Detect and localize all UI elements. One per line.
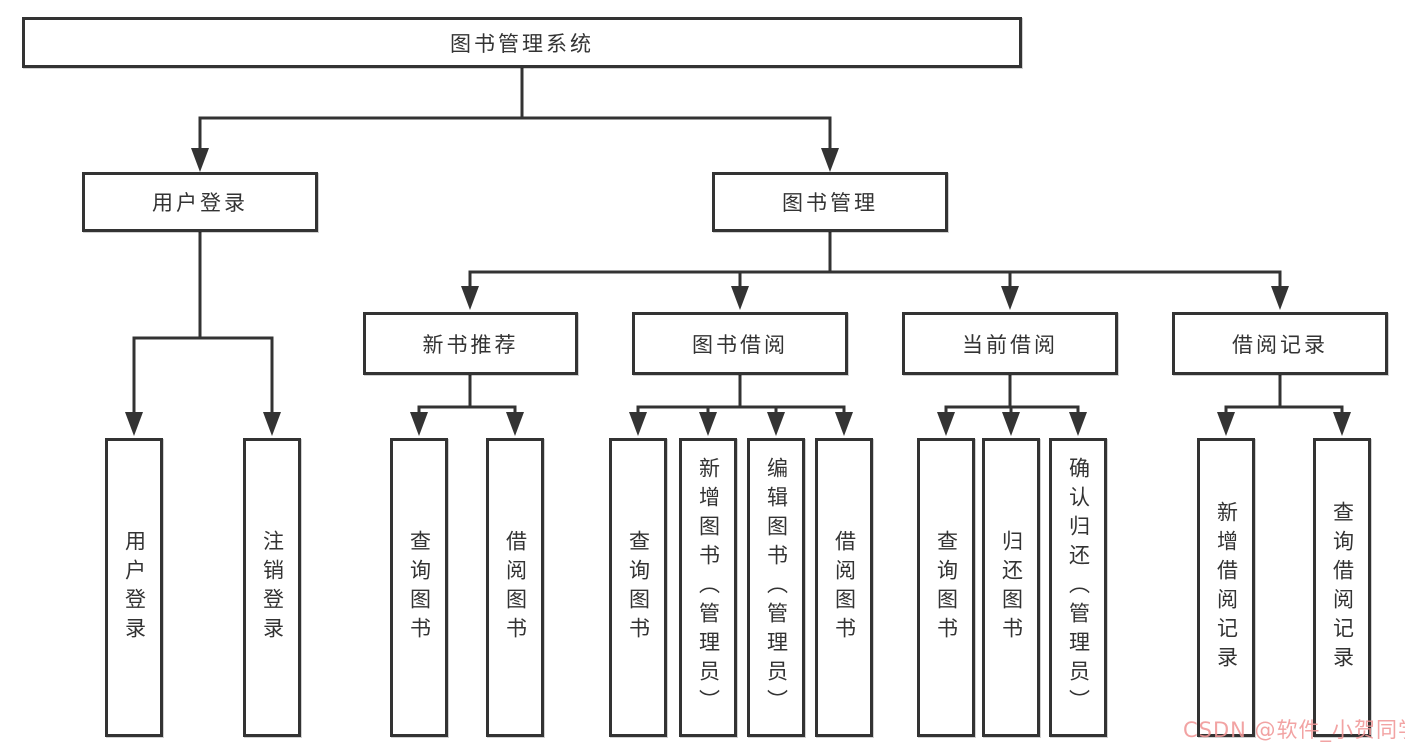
leaf-add-books-admin-label: 新增图书（管理员）: [696, 457, 721, 718]
node-book-borrowing: 图书借阅: [632, 312, 848, 375]
leaf-user-login: 用户登录: [105, 438, 163, 737]
leaf-query-books-borrow-label: 查询图书: [626, 529, 651, 646]
leaf-query-books-recommend-label: 查询图书: [407, 529, 432, 646]
node-root: 图书管理系统: [22, 17, 1022, 68]
leaf-query-books-current: 查询图书: [917, 438, 975, 737]
node-book-management-label: 图书管理: [782, 191, 878, 215]
leaf-query-books-current-label: 查询图书: [934, 529, 959, 646]
node-new-book-recommend-label: 新书推荐: [422, 332, 519, 357]
leaf-borrow-books-recommend: 借阅图书: [486, 438, 544, 737]
node-user-login: 用户登录: [82, 172, 318, 232]
node-book-borrowing-label: 图书借阅: [692, 332, 788, 357]
leaf-return-books: 归还图书: [982, 438, 1040, 737]
leaf-user-login-label: 用户登录: [122, 529, 147, 646]
leaf-edit-books-admin-label: 编辑图书（管理员）: [764, 457, 789, 718]
leaf-query-borrow-record-label: 查询借阅记录: [1330, 500, 1355, 675]
node-new-book-recommend: 新书推荐: [363, 312, 578, 375]
leaf-confirm-return-admin-label: 确认归还（管理员）: [1066, 457, 1091, 718]
leaf-edit-books-admin: 编辑图书（管理员）: [747, 438, 805, 737]
node-root-label: 图书管理系统: [450, 31, 594, 56]
leaf-borrow-books-recommend-label: 借阅图书: [503, 529, 528, 646]
node-borrowing-records: 借阅记录: [1172, 312, 1388, 375]
leaf-logout-label: 注销登录: [260, 529, 285, 646]
leaf-logout: 注销登录: [243, 438, 301, 737]
leaf-query-books-recommend: 查询图书: [390, 438, 448, 737]
node-book-management: 图书管理: [712, 172, 948, 232]
node-current-borrowing: 当前借阅: [902, 312, 1118, 375]
node-user-login-label: 用户登录: [152, 191, 248, 215]
csdn-watermark: CSDN @软件_小贺同学: [1183, 718, 1405, 742]
leaf-confirm-return-admin: 确认归还（管理员）: [1049, 438, 1107, 737]
leaf-query-books-borrow: 查询图书: [609, 438, 667, 737]
node-current-borrowing-label: 当前借阅: [962, 332, 1058, 357]
leaf-add-borrow-record: 新增借阅记录: [1197, 438, 1255, 737]
leaf-borrow-books: 借阅图书: [815, 438, 873, 737]
node-borrowing-records-label: 借阅记录: [1232, 332, 1328, 357]
leaf-add-books-admin: 新增图书（管理员）: [679, 438, 737, 737]
leaf-add-borrow-record-label: 新增借阅记录: [1214, 500, 1239, 675]
leaf-return-books-label: 归还图书: [999, 529, 1024, 646]
leaf-query-borrow-record: 查询借阅记录: [1313, 438, 1371, 737]
leaf-borrow-books-label: 借阅图书: [832, 529, 857, 646]
